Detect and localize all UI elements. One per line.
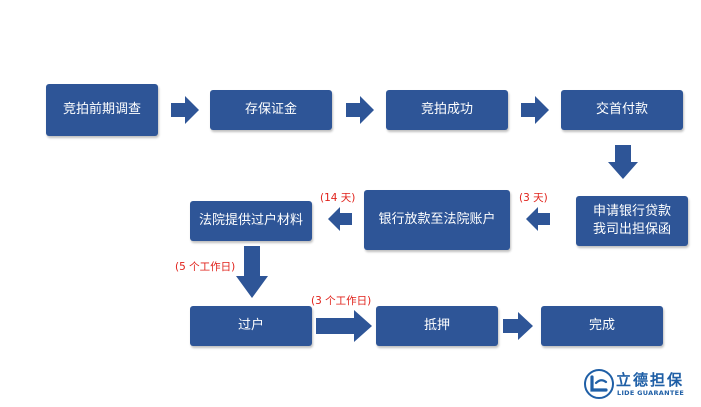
arrow-left-icon — [526, 207, 550, 231]
step-mortgage: 抵押 — [376, 306, 498, 346]
step-label: 存保证金 — [244, 102, 297, 117]
arrow-down-icon — [236, 246, 268, 298]
step-auction-survey: 竞拍前期调查 — [46, 84, 158, 136]
step-label: 交首付款 — [595, 102, 648, 117]
step-label-line1: 申请银行贷款 — [592, 204, 671, 219]
arrow-down-icon — [608, 145, 638, 179]
step-label: 竞拍成功 — [420, 102, 473, 117]
step-apply-loan: 申请银行贷款 我司出担保函 — [576, 196, 688, 246]
step-label: 银行放款至法院账户 — [378, 212, 496, 227]
arrow-right-icon — [316, 310, 372, 342]
logo-chinese: 立德担保 — [616, 371, 685, 389]
step-deposit: 存保证金 — [210, 90, 332, 130]
step-court-docs: 法院提供过户材料 — [190, 201, 312, 241]
arrow-left-icon — [328, 207, 352, 231]
arrow-right-icon — [503, 312, 533, 340]
step-auction-success: 竞拍成功 — [386, 90, 508, 130]
duration-note: (3 个工作日) — [311, 295, 372, 307]
step-label: 过户 — [237, 318, 264, 333]
logo-mark-icon — [584, 369, 614, 399]
step-label: 法院提供过户材料 — [198, 213, 303, 228]
step-bank-disburse: 银行放款至法院账户 — [364, 190, 510, 250]
company-logo: 立德担保 LIDE GUARANTEE — [584, 366, 699, 402]
duration-note: (5 个工作日) — [175, 261, 236, 273]
arrow-right-icon — [346, 96, 374, 124]
logo-english: LIDE GUARANTEE — [617, 389, 685, 397]
arrow-right-icon — [171, 96, 199, 124]
arrow-right-icon — [521, 96, 549, 124]
step-label: 完成 — [588, 318, 615, 333]
step-label: 竞拍前期调查 — [62, 102, 141, 117]
step-label-line2: 我司出担保函 — [592, 222, 671, 237]
step-label: 抵押 — [423, 318, 450, 333]
duration-note: (14 天) — [320, 192, 356, 204]
step-complete: 完成 — [541, 306, 663, 346]
step-transfer: 过户 — [190, 306, 312, 346]
duration-note: (3 天) — [519, 192, 548, 204]
step-pay-first: 交首付款 — [561, 90, 683, 130]
